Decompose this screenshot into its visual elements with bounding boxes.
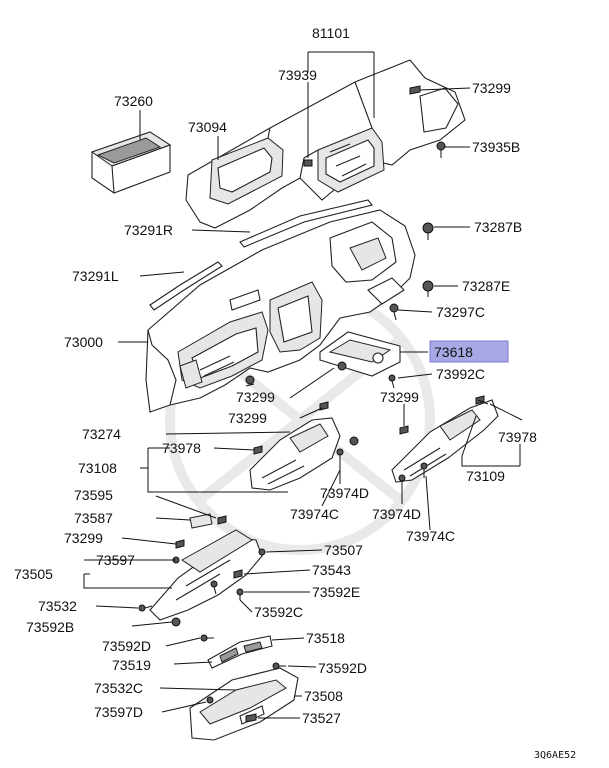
label-73505: 73505 xyxy=(14,566,53,582)
label-73592E: 73592E xyxy=(312,584,360,600)
part-73291R-strip xyxy=(239,199,373,248)
label-73000: 73000 xyxy=(64,334,103,350)
part-73109-side-panel xyxy=(391,399,499,483)
part-73505-lower-panel xyxy=(149,513,263,621)
label-73974D-right: 73974D xyxy=(372,506,421,522)
label-73287B: 73287B xyxy=(474,219,522,235)
highlight-box[interactable] xyxy=(429,340,509,363)
label-73595: 73595 xyxy=(74,487,113,503)
label-73592D-left: 73592D xyxy=(102,638,151,654)
label-73592B: 73592B xyxy=(26,619,74,635)
label-73519: 73519 xyxy=(112,657,151,673)
part-73000-instrument-panel xyxy=(145,209,416,413)
label-73299-mid-left: 73299 xyxy=(236,389,275,405)
part-81101-upper-panel xyxy=(185,59,466,229)
label-73287E: 73287E xyxy=(462,278,510,294)
label-73597: 73597 xyxy=(96,552,135,568)
label-73299-center: 73299 xyxy=(228,410,267,426)
label-73532C: 73532C xyxy=(94,680,143,696)
label-73992C: 73992C xyxy=(436,366,485,382)
label-73592D-right: 73592D xyxy=(318,660,367,676)
part-73518-bracket xyxy=(207,635,273,669)
label-73939: 73939 xyxy=(278,67,317,83)
label-73978-right: 73978 xyxy=(498,429,537,445)
label-73109: 73109 xyxy=(466,468,505,484)
label-73291L: 73291L xyxy=(72,268,119,284)
label-73587: 73587 xyxy=(74,510,113,526)
leader-lines xyxy=(83,51,523,719)
label-73299-lower: 73299 xyxy=(64,530,103,546)
label-73094: 73094 xyxy=(188,119,227,135)
label-81101: 81101 xyxy=(312,25,350,41)
label-73527: 73527 xyxy=(302,710,341,726)
label-73974C-left: 73974C xyxy=(290,506,339,522)
label-73974D-left: 73974D xyxy=(320,485,369,501)
label-73935B: 73935B xyxy=(472,139,520,155)
label-73508: 73508 xyxy=(304,688,343,704)
label-73978-left: 73978 xyxy=(162,440,201,456)
label-73974C-right: 73974C xyxy=(406,528,455,544)
label-73291R: 73291R xyxy=(124,222,173,238)
label-73299-mid-right: 73299 xyxy=(380,389,419,405)
part-73108-side-panel xyxy=(249,417,341,491)
label-73618[interactable]: 73618 xyxy=(434,344,473,360)
label-73299-top: 73299 xyxy=(472,80,511,96)
label-73260: 73260 xyxy=(114,93,153,109)
label-73108: 73108 xyxy=(78,460,117,476)
part-73508-glove-box xyxy=(189,667,299,741)
label-73592C: 73592C xyxy=(254,604,303,620)
label-73532: 73532 xyxy=(38,598,77,614)
fasteners xyxy=(138,85,485,723)
label-73597D: 73597D xyxy=(94,704,143,720)
part-labels: 81101 73939 73299 73260 73094 73935B 732… xyxy=(14,25,576,761)
label-73518: 73518 xyxy=(306,630,345,646)
label-73274: 73274 xyxy=(82,426,121,442)
label-73543: 73543 xyxy=(312,562,351,578)
part-73260-tray xyxy=(90,131,172,194)
label-73507: 73507 xyxy=(324,542,363,558)
label-73297C: 73297C xyxy=(436,304,485,320)
highlighted-part-73618[interactable]: 73618 xyxy=(429,340,509,363)
part-73291L-strip xyxy=(149,261,223,311)
diagram-code: 3Q6AE52 xyxy=(534,750,576,761)
